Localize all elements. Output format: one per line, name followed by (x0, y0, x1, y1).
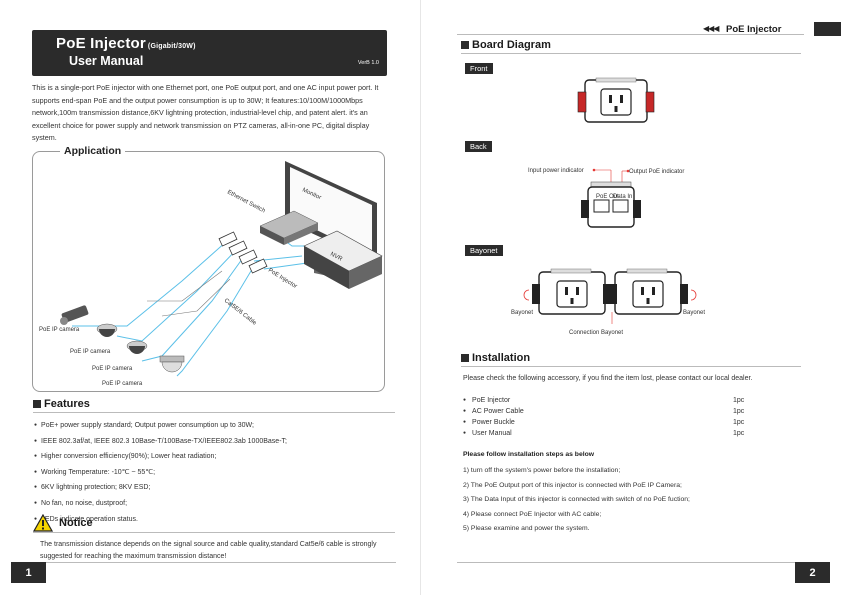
input-indicator-label: Input power indicator (528, 168, 584, 174)
back-view-diagram: Input power indicator Output PoE indicat… (528, 168, 684, 228)
port-label-data-in: Data In (613, 194, 632, 200)
application-heading: Application (60, 145, 126, 157)
front-tag: Front (465, 63, 493, 74)
feature-item: LEDs indicate operation status. (34, 512, 404, 528)
dome-camera-icon (126, 340, 148, 354)
bayonet-tag: Bayonet (465, 245, 503, 256)
installation-heading: Installation (461, 352, 530, 364)
bayonet-label-left: Bayonet (511, 310, 533, 316)
feature-item: No fan, no noise, dustproof; (34, 496, 404, 512)
step-item: 5) Please examine and power the system. (463, 525, 590, 532)
heading-square-icon (461, 41, 469, 49)
steps-heading: Please follow installation steps as belo… (463, 451, 595, 458)
intro-paragraph: This is a single-port PoE injector with … (32, 83, 379, 142)
port-label-poe-out: PoE Out (596, 194, 619, 200)
accessory-row: Power Buckle 1pc (463, 419, 763, 426)
ethernet-switch-label: Ethernet Switch (226, 189, 266, 214)
bayonet-diagram: Bayonet Bayonet Connection Bayonet (511, 268, 705, 336)
footer-rule-left (46, 562, 396, 563)
board-rule (461, 53, 801, 54)
installation-intro: Please check the following accessory, if… (463, 375, 753, 382)
camera-label-4: PoE IP camera (102, 381, 143, 387)
accessory-name: User Manual (463, 430, 512, 437)
accessory-qty: 1pc (733, 408, 745, 415)
accessory-qty: 1pc (733, 397, 745, 404)
bayonet-arrow-left-icon (523, 289, 530, 301)
installation-steps: 1) turn off the system's power before th… (463, 464, 690, 537)
bullet-camera-icon (60, 305, 89, 325)
feature-item: PoE+ power supply standard; Output power… (34, 418, 404, 434)
bayonet-arrow-right-icon (690, 289, 697, 301)
step-item: 4) Please connect PoE Injector with AC c… (463, 510, 602, 518)
ptz-camera-icon (159, 355, 185, 373)
page-left: PoE Injector(Gigabit/30W) User Manual Ve… (0, 0, 420, 595)
manual-title: User Manual (69, 54, 144, 68)
title-banner: PoE Injector(Gigabit/30W) User Manual Ve… (32, 30, 387, 76)
page-number-left: 1 (11, 562, 46, 583)
bayonet-label-right: Bayonet (683, 310, 705, 316)
rj45-port-icon (593, 199, 610, 213)
accessory-row: User Manual 1pc (463, 430, 763, 437)
nvr-icon (303, 230, 383, 289)
notice-text: The transmission distance depends on the… (40, 541, 377, 560)
poe-injector-icons (218, 231, 268, 274)
product-title: PoE Injector (56, 35, 146, 52)
camera-label-2: PoE IP camera (70, 349, 111, 355)
feature-item: IEEE 802.3af/at, IEEE 802.3 10Base-T/100… (34, 434, 404, 450)
header-title: PoE Injector (726, 24, 782, 35)
features-heading: Features (33, 398, 90, 410)
features-list: PoE+ power supply standard; Output power… (34, 418, 404, 527)
heading-square-icon (461, 354, 469, 362)
application-diagram: Monitor Ethernet Switch NVR PoE Injector… (39, 161, 383, 387)
feature-item: Higher conversion efficiency(90%); Lower… (34, 449, 404, 465)
input-indicator-dot (592, 168, 596, 172)
camera-label-1: PoE IP camera (39, 327, 80, 333)
features-rule (33, 412, 395, 413)
rj45-port-icon (612, 199, 629, 213)
feature-item: Working Temperature: -10℃ ~ 55℃; (34, 465, 404, 481)
step-item: 3) The Data Input of this injector is co… (463, 496, 690, 503)
cable-label: Cat5E/6 Cable (223, 298, 258, 327)
accessory-qty: 1pc (733, 430, 745, 437)
application-frame (32, 151, 385, 392)
accessory-name: Power Buckle (463, 419, 515, 426)
notice-rule (33, 532, 395, 533)
header-arrows-icon: ◀◀◀ (703, 24, 720, 33)
step-item: 2) The PoE Output port of this injector … (463, 481, 682, 489)
ethernet-switch-icon (259, 210, 319, 245)
dome-camera-icon (96, 323, 118, 337)
footer-rule-right (457, 562, 807, 563)
version-label: VerB 1.0 (357, 60, 379, 66)
page-number-right: 2 (795, 562, 830, 583)
warning-icon (33, 514, 53, 532)
accessory-qty: 1pc (733, 419, 745, 426)
front-view-diagram (577, 77, 655, 123)
header-block (814, 22, 841, 36)
installation-rule (461, 366, 801, 367)
accessory-row: AC Power Cable 1pc (463, 408, 763, 415)
back-tag: Back (465, 141, 492, 152)
page-spine (420, 0, 421, 595)
accessory-name: PoE Injector (463, 397, 510, 404)
notice-heading: Notice (33, 514, 93, 532)
header-rule (457, 34, 804, 35)
camera-label-3: PoE IP camera (92, 366, 133, 372)
support-cables (147, 270, 231, 317)
step-item: 1) turn off the system's power before th… (463, 467, 621, 474)
feature-item: 6KV lightning protection; 8KV ESD; (34, 480, 404, 496)
output-indicator-label: Output PoE indicator (629, 169, 684, 175)
product-tag: (Gigabit/30W) (147, 43, 196, 50)
nvr-label: NVR (329, 251, 344, 263)
board-diagram-heading: Board Diagram (461, 39, 551, 51)
poe-injector-label: PoE Injector (267, 268, 298, 290)
accessory-row: PoE Injector 1pc (463, 397, 763, 404)
connection-bayonet-label: Connection Bayonet (569, 330, 623, 336)
page-right: ◀◀◀ PoE Injector Board Diagram Front Bac… (421, 0, 841, 595)
output-indicator-dot (626, 169, 630, 173)
heading-square-icon (33, 400, 41, 408)
accessory-name: AC Power Cable (463, 408, 524, 415)
